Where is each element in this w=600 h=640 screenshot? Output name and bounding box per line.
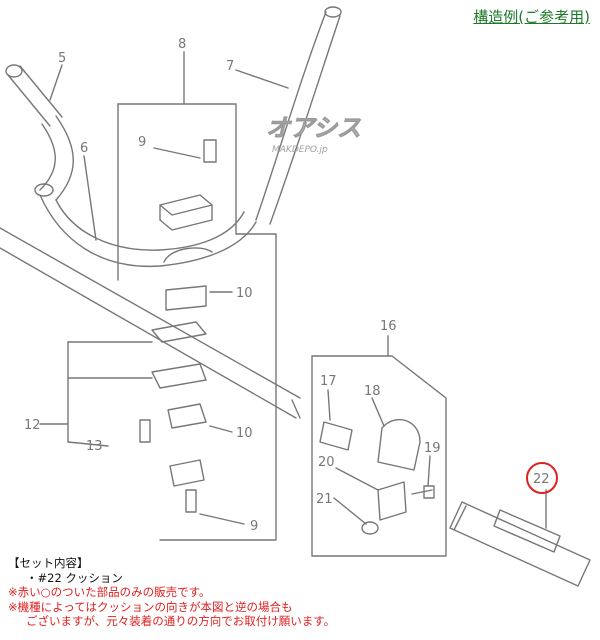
callout-18: 18: [364, 384, 381, 399]
notes-block: 【セット内容】 ・#22 クッション ※赤い○のついた部品のみの販売です。 ※機…: [8, 556, 335, 629]
callout-9-top: 9: [138, 135, 146, 150]
callout-10-bottom: 10: [236, 426, 253, 441]
callout-12: 12: [24, 418, 41, 433]
note-line-3: ございますが、元々装着の通りの方向でお取付け願います。: [26, 614, 336, 628]
callout-20: 20: [318, 455, 335, 470]
callout-6: 6: [80, 141, 88, 156]
note-line-1: ※赤い○のついた部品のみの販売です。: [8, 585, 211, 599]
note-line-2: ※機種によってはクッションの向きが本図と逆の場合も: [8, 599, 293, 614]
callout-16: 16: [380, 319, 397, 334]
callout-9-bottom: 9: [250, 519, 258, 534]
callout-13: 13: [86, 439, 103, 454]
callout-22: 22: [533, 472, 550, 487]
callout-10-top: 10: [236, 286, 253, 301]
callout-8: 8: [178, 37, 186, 52]
callout-7: 7: [226, 59, 234, 74]
highlight-circle-22: [526, 462, 558, 494]
page-title: 構造例(ご参考用): [473, 8, 590, 26]
set-item: ・#22 クッション: [26, 570, 123, 585]
set-header: 【セット内容】: [8, 556, 89, 570]
callout-19: 19: [424, 441, 441, 456]
callout-5: 5: [58, 51, 66, 66]
watermark-logo: オアシス: [266, 114, 361, 142]
callout-21: 21: [316, 492, 333, 507]
watermark-site: MAKDEPO.jp: [272, 145, 328, 155]
callout-17: 17: [320, 374, 337, 389]
